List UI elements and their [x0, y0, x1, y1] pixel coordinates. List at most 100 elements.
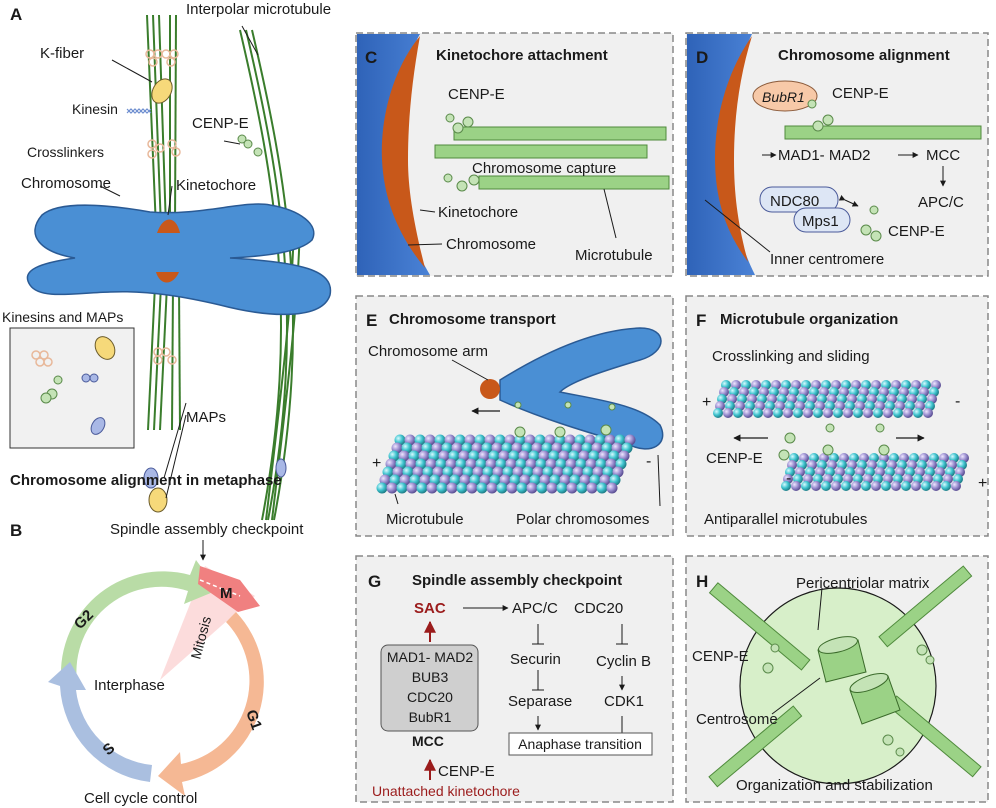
tubulin-subunit [893, 408, 903, 418]
minus-label-e: - [646, 453, 651, 470]
panel-a-leaders [99, 25, 259, 499]
pcm-leader [817, 587, 823, 631]
phase-s-arc [48, 662, 152, 782]
inner-label-d: Inner centromere [770, 251, 884, 268]
cenpe-motors-h [762, 643, 935, 757]
apcc-label-g: APC/C [512, 600, 558, 617]
panel-d-letter: D [696, 48, 708, 67]
cenpe-motors-d [807, 99, 882, 242]
cdk1-label-g: CDK1 [604, 693, 644, 710]
mcc-complex-box [380, 644, 479, 732]
panel-f-letter: F [696, 311, 706, 330]
tubulin-subunit [853, 408, 863, 418]
cenpe-label-f: CENP-E [706, 450, 763, 467]
minus-bottom-label-f: - [786, 470, 791, 487]
cenpe-bottom-label-d: CENP-E [888, 223, 945, 240]
panel-g-letter: G [368, 572, 381, 591]
tubulin-subunit [903, 408, 913, 418]
tubulin-subunit [446, 482, 458, 494]
tubulin-subunit [436, 482, 448, 494]
kinesin-glyph [126, 108, 152, 114]
panel-a-caption: Chromosome alignment in metaphase [10, 472, 282, 489]
mt-lattice-bottom-f [781, 453, 969, 491]
kfiber-label: K-fiber [40, 45, 84, 62]
cenpe-label-g: CENP-E [438, 763, 495, 780]
tubulin-subunit [516, 482, 528, 494]
crosslinkers-label: Crosslinkers [27, 144, 104, 160]
phase-m-label: M [220, 585, 233, 602]
polar-label-e: Polar chromosomes [516, 511, 649, 528]
panel-h: H Pericentriolar matrix CENP-E Centrosom… [685, 555, 989, 803]
tubulin-subunit [426, 482, 438, 494]
sac-label-g: SAC [414, 600, 446, 617]
tubulin-subunit [823, 408, 833, 418]
tubulin-subunit [396, 482, 408, 494]
tubulin-subunit [496, 482, 508, 494]
crosslink-label-f: Crosslinking and sliding [712, 348, 870, 365]
interpolar-label: Interpolar microtubule [186, 1, 331, 18]
bubr1-label: BubR1 [762, 89, 805, 105]
tubulin-subunit [883, 408, 893, 418]
mt-leader-e [394, 493, 399, 505]
crosslinker-glyphs [145, 49, 181, 365]
tubulin-subunit [951, 481, 961, 491]
unattached-label-g: Unattached kinetochore [372, 783, 520, 799]
ndc80-label: NDC80 [770, 193, 819, 210]
kinesins-maps-label: Kinesins and MAPs [2, 309, 123, 325]
ndc80-arrow [838, 195, 859, 207]
tubulin-subunit [861, 481, 871, 491]
tubulin-subunit [931, 481, 941, 491]
panel-d-title: Chromosome alignment [778, 47, 950, 64]
bubr1-blob [752, 80, 818, 112]
panel-g-title: Spindle assembly checkpoint [412, 572, 622, 589]
map-blue-2 [275, 458, 287, 478]
tubulin-subunit [376, 482, 388, 494]
arm-label-e: Chromosome arm [368, 343, 488, 360]
interpolar-mt-line-5 [265, 224, 295, 521]
panel-c-title: Kinetochore attachment [436, 47, 608, 64]
capture-label: Chromosome capture [472, 160, 616, 177]
mt-rods-c [434, 126, 670, 190]
mps1-label: Mps1 [802, 213, 839, 230]
inner-centromere-leader [704, 199, 771, 253]
panel-f: F Microtubule organization Crosslinking … [685, 295, 989, 537]
centrioles [817, 636, 901, 725]
tubulin-subunit [743, 408, 753, 418]
interpolar-mt-line-2 [245, 29, 289, 521]
tubulin-subunit [546, 482, 558, 494]
minus-top-label-f: - [955, 393, 960, 410]
tubulin-subunit [506, 482, 518, 494]
tubulin-subunit [713, 408, 723, 418]
sac-label-b: Spindle assembly checkpoint [110, 521, 304, 538]
panel-c-letter: C [365, 48, 377, 67]
tubulin-subunit [733, 408, 743, 418]
cdc20-label-g: CDC20 [574, 600, 623, 617]
tubulin-subunit [576, 482, 588, 494]
org-label-h: Organization and stabilization [736, 777, 933, 794]
tubulin-subunit [793, 408, 803, 418]
chromosome-label-a: Chromosome [21, 175, 111, 192]
tubulin-subunit [556, 482, 568, 494]
microtubule-label-c: Microtubule [575, 247, 653, 264]
tubulin-subunit [921, 481, 931, 491]
mcc-label-g: MCC [412, 733, 444, 749]
kinetochore-label-a: Kinetochore [176, 177, 256, 194]
tubulin-subunit [923, 408, 933, 418]
panel-b: B Spindle assembly checkpoint G2 M G1 S … [10, 521, 304, 807]
tubulin-subunit [791, 481, 801, 491]
interphase-label: Interphase [94, 677, 165, 694]
cenpe-motors-e [514, 401, 616, 438]
tubulin-subunit [466, 482, 478, 494]
tubulin-subunit [783, 408, 793, 418]
tubulin-subunit [901, 481, 911, 491]
tubulin-subunit [803, 408, 813, 418]
interpolar-mt-line-3 [251, 29, 295, 521]
kinetochore-e [480, 379, 500, 399]
kfiber-motor [151, 78, 173, 104]
tubulin-subunit [753, 408, 763, 418]
panel-c-leaders [407, 188, 617, 246]
tubulin-subunit [476, 482, 488, 494]
securin-label-g: Securin [510, 651, 561, 668]
mcc-component-1: BUB3 [412, 669, 449, 685]
tubulin-subunit [486, 482, 498, 494]
